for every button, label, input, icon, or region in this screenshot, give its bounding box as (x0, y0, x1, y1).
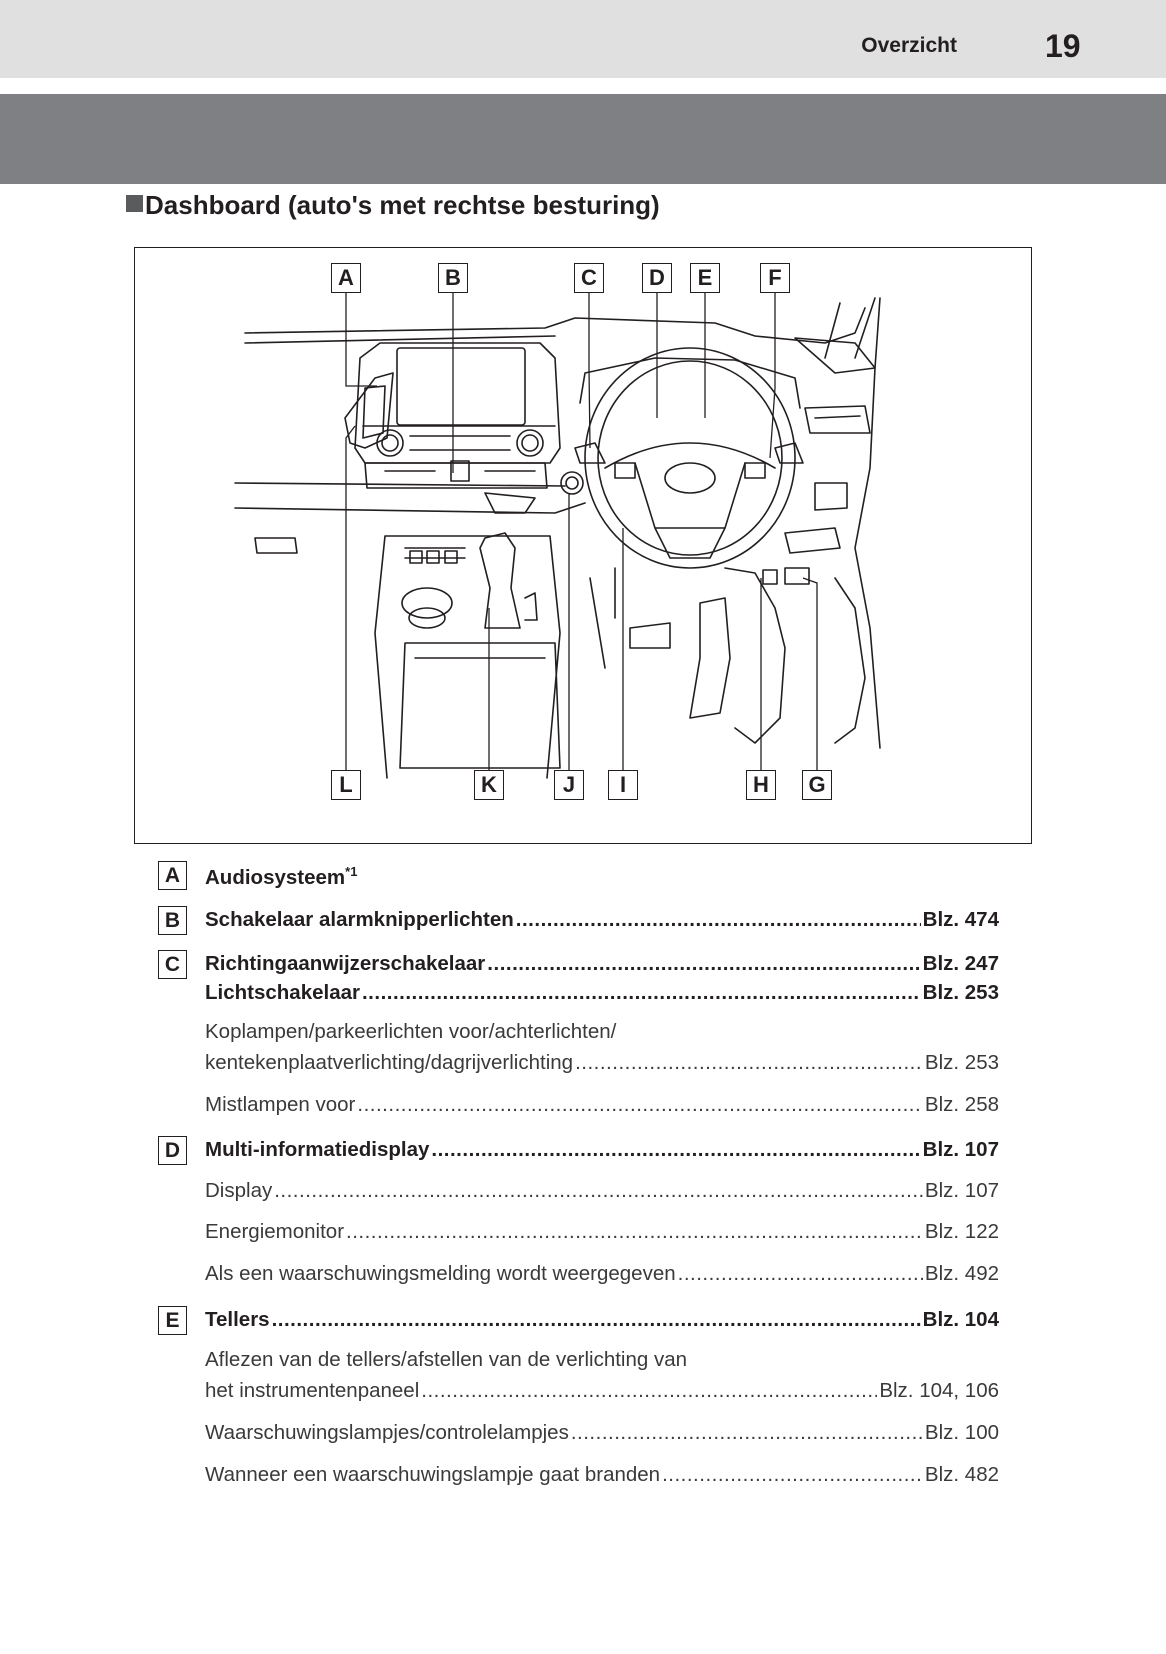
sub-entry-e2: Waarschuwingslampjes/controlelampjes Blz.… (205, 1421, 999, 1445)
entry-label: Multi-informatiedisplay (205, 1138, 430, 1161)
entry-label: kentekenplaatverlichting/dagrijverlichti… (205, 1051, 574, 1074)
callout-leaders (345, 292, 818, 770)
entry-page-ref: Blz. 253 (924, 1051, 999, 1074)
sub-entry-d3: Als een waarschuwingsmelding wordt weerg… (205, 1262, 999, 1286)
entry-page-ref: Blz. 104 (922, 1308, 999, 1331)
entry-label: Display (205, 1179, 273, 1202)
dot-leader (362, 981, 921, 1005)
legend-entry-c2: Lichtschakelaar Blz. 253 (205, 981, 999, 1005)
dot-leader (357, 1093, 923, 1117)
entry-label: Tellers (205, 1308, 270, 1331)
entry-label: Energiemonitor (205, 1220, 345, 1243)
entry-page-ref: Blz. 253 (922, 981, 999, 1004)
legend-entry-b: Schakelaar alarmknipperlichten Blz. 474 (205, 908, 999, 932)
legend-letter-d: D (158, 1136, 187, 1165)
entry-page-ref: Blz. 107 (924, 1179, 999, 1202)
entry-label: Wanneer een waarschuwingslampje gaat bra… (205, 1463, 661, 1486)
callout-a: A (331, 263, 361, 293)
legend-entry-e: Tellers Blz. 104 (205, 1308, 999, 1332)
dot-leader (272, 1308, 921, 1332)
entry-label: Waarschuwingslampjes/controlelampjes (205, 1421, 569, 1444)
callout-i: I (608, 770, 638, 800)
decorative-band (0, 94, 1166, 184)
callout-k: K (474, 770, 504, 800)
entry-title: Audiosysteem (205, 865, 346, 889)
sub-entry-e3: Wanneer een waarschuwingslampje gaat bra… (205, 1463, 999, 1487)
dot-leader (487, 952, 920, 976)
legend-letter-e: E (158, 1306, 187, 1335)
entry-label: Mistlampen voor (205, 1093, 356, 1116)
dashboard-drawing (234, 297, 881, 779)
callout-g: G (802, 770, 832, 800)
callout-l: L (331, 770, 361, 800)
callout-b: B (438, 263, 468, 293)
sub-entry-c2: Mistlampen voor Blz. 258 (205, 1093, 999, 1117)
dot-leader (274, 1179, 923, 1203)
callout-f: F (760, 263, 790, 293)
dot-leader (662, 1463, 923, 1487)
entry-label: Lichtschakelaar (205, 981, 360, 1004)
entry-page-ref: Blz. 104, 106 (879, 1379, 999, 1402)
entry-page-ref: Blz. 122 (924, 1220, 999, 1243)
entry-label: het instrumentenpaneel (205, 1379, 420, 1402)
dot-leader (431, 1138, 920, 1162)
page-number: 19 (1045, 28, 1081, 64)
legend-letter-c: C (158, 950, 187, 979)
entry-page-ref: Blz. 474 (922, 908, 999, 931)
dot-leader (421, 1379, 877, 1403)
legend-entry-d: Multi-informatiedisplay Blz. 107 (205, 1138, 999, 1162)
legend-entry-a: Audiosysteem*1 (205, 864, 357, 890)
legend-letter-b: B (158, 906, 187, 935)
heading-text: Dashboard (auto's met rechtse besturing) (145, 190, 660, 220)
entry-page-ref: Blz. 100 (924, 1421, 999, 1444)
dot-leader (571, 1421, 923, 1445)
dot-leader (346, 1220, 923, 1244)
sub-entry-e1: het instrumentenpaneel Blz. 104, 106 (205, 1379, 999, 1403)
dot-leader (575, 1051, 923, 1075)
sub-entry-d2: Energiemonitor Blz. 122 (205, 1220, 999, 1244)
callout-c: C (574, 263, 604, 293)
entry-page-ref: Blz. 482 (924, 1463, 999, 1486)
entry-page-ref: Blz. 247 (922, 952, 999, 975)
callout-h: H (746, 770, 776, 800)
sub-entry-c1: kentekenplaatverlichting/dagrijverlichti… (205, 1051, 999, 1075)
entry-page-ref: Blz. 258 (924, 1093, 999, 1116)
dot-leader (516, 908, 921, 932)
callout-e: E (690, 263, 720, 293)
dashboard-illustration: A B C D E F L K J I H G (134, 247, 1032, 844)
callout-j: J (554, 770, 584, 800)
legend-letter-a: A (158, 861, 187, 890)
sub-entry-text: Koplampen/parkeerlichten voor/achterlich… (205, 1020, 617, 1043)
entry-label: Richtingaanwijzerschakelaar (205, 952, 486, 975)
square-bullet-icon (126, 195, 143, 212)
entry-label: Als een waarschuwingsmelding wordt weerg… (205, 1262, 676, 1285)
entry-page-ref: Blz. 107 (922, 1138, 999, 1161)
callout-d: D (642, 263, 672, 293)
header-bar (0, 0, 1166, 78)
entry-label: Schakelaar alarmknipperlichten (205, 908, 514, 931)
dot-leader (678, 1262, 923, 1286)
sub-entry-text: Aflezen van de tellers/afstellen van de … (205, 1348, 688, 1371)
footnote-mark: *1 (345, 864, 358, 879)
section-title: Overzicht (861, 34, 957, 57)
legend-entry-c1: Richtingaanwijzerschakelaar Blz. 247 (205, 952, 999, 976)
page-heading: Dashboard (auto's met rechtse besturing) (126, 190, 660, 221)
sub-entry-d1: Display Blz. 107 (205, 1179, 999, 1203)
entry-page-ref: Blz. 492 (924, 1262, 999, 1285)
